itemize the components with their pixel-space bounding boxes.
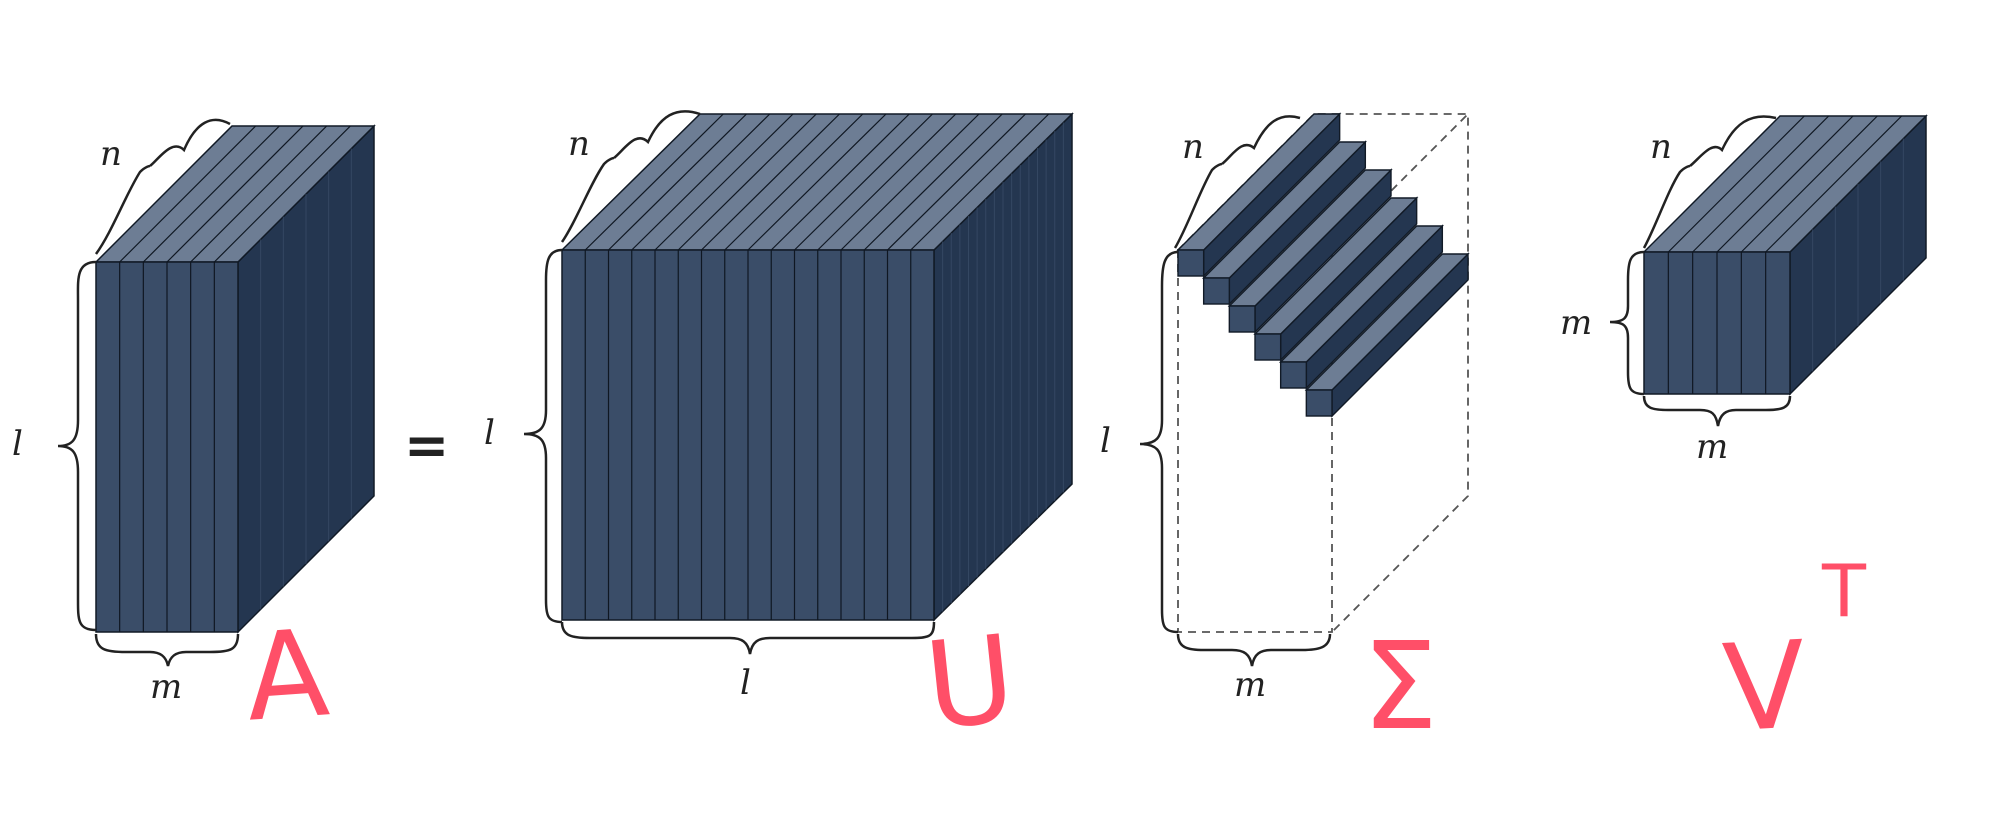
tensor-u-slice-line-top	[747, 113, 887, 251]
brace-a-depth	[94, 118, 231, 255]
tensor-u-slice-line-top	[863, 113, 1003, 251]
sigma-slab-front	[1228, 305, 1256, 333]
label-a-depth: n	[100, 134, 122, 174]
label-sigma-depth: n	[1182, 127, 1204, 167]
sigma-bounding-top	[1177, 113, 1468, 251]
tensor-a-slice-line-top	[119, 125, 257, 263]
tensor-u-slice-line-top	[608, 113, 747, 251]
tensor-vt-cube	[1642, 114, 1928, 396]
label-u-depth: n	[568, 124, 590, 164]
tensor-u-slice-line-top	[654, 113, 794, 251]
tensor-u-slice-line-top	[794, 113, 933, 251]
sigma-slab-front	[1177, 249, 1205, 277]
label-sigma-height: l	[1100, 421, 1111, 461]
brace-sigma-depth	[1173, 115, 1301, 249]
handwritten-label-vt: V	[1720, 616, 1809, 759]
sigma-bounding-side	[1331, 111, 1469, 633]
label-vt-width: m	[1696, 427, 1728, 467]
brace-u-width	[560, 621, 936, 655]
brace-a-width	[94, 633, 240, 667]
brace-sigma-width	[1176, 633, 1332, 667]
tensor-a-slice-line-top	[190, 125, 328, 263]
tensor-u-slice-line-top	[701, 113, 840, 251]
sigma-slab-front	[1202, 277, 1231, 305]
tensor-u-cube	[560, 112, 1074, 622]
handwritten-label-sigma: Σ	[1362, 618, 1438, 757]
tensor-a-slice-line-top	[213, 125, 351, 263]
tensor-a-slice-line-top	[166, 125, 304, 263]
tensor-a-cube	[94, 124, 376, 634]
sigma-slab-front	[1254, 333, 1282, 361]
tensor-u-slice-line-top	[910, 113, 1050, 251]
tensor-a-slice-line-top	[142, 125, 280, 263]
tensor-u-slice-line-top	[887, 113, 1026, 251]
label-a-width: m	[150, 667, 182, 707]
handwritten-label-u: U	[919, 610, 1021, 757]
brace-u-height	[523, 248, 563, 624]
handwritten-superscript-vt: T	[1821, 549, 1867, 633]
tensor-vt-slice-line-top	[1716, 115, 1854, 253]
tensor-u-slice-line-top	[677, 113, 817, 251]
brace-sigma-height	[1139, 250, 1179, 634]
tensor-vt-slice-line-top	[1667, 115, 1805, 253]
tensor-u-slice-line-top	[770, 113, 910, 251]
brace-u-depth	[560, 110, 701, 243]
tensor-u-slice-line-top	[584, 113, 724, 251]
tensor-sigma-diagonal	[1176, 111, 1470, 633]
tensor-u-slice-line-top	[724, 113, 864, 251]
brace-vt-depth	[1642, 115, 1777, 249]
brace-a-height	[57, 260, 97, 632]
label-vt-depth: n	[1650, 127, 1672, 167]
tensor-vt-slice-line-top	[1740, 115, 1878, 253]
brace-vt-width	[1642, 395, 1792, 427]
tensor-u-slice-line-top	[817, 113, 957, 251]
label-sigma-width: m	[1234, 665, 1266, 705]
label-vt-height: m	[1560, 303, 1592, 343]
label-a-height: l	[12, 424, 23, 464]
label-u-width: l	[740, 663, 751, 703]
sigma-slab-front	[1279, 361, 1308, 389]
equals-sign: =	[404, 414, 449, 477]
handwritten-label-a: A	[241, 604, 333, 748]
tensor-u-slice-line-top	[631, 113, 771, 251]
brace-vt-height	[1609, 250, 1645, 396]
sigma-slab-front	[1305, 389, 1333, 417]
tensor-vt-slice-line-top	[1692, 115, 1830, 253]
tensor-vt-slice-line-top	[1765, 115, 1903, 253]
tensor-u-slice-line-top	[840, 113, 980, 251]
label-u-height: l	[484, 413, 495, 453]
